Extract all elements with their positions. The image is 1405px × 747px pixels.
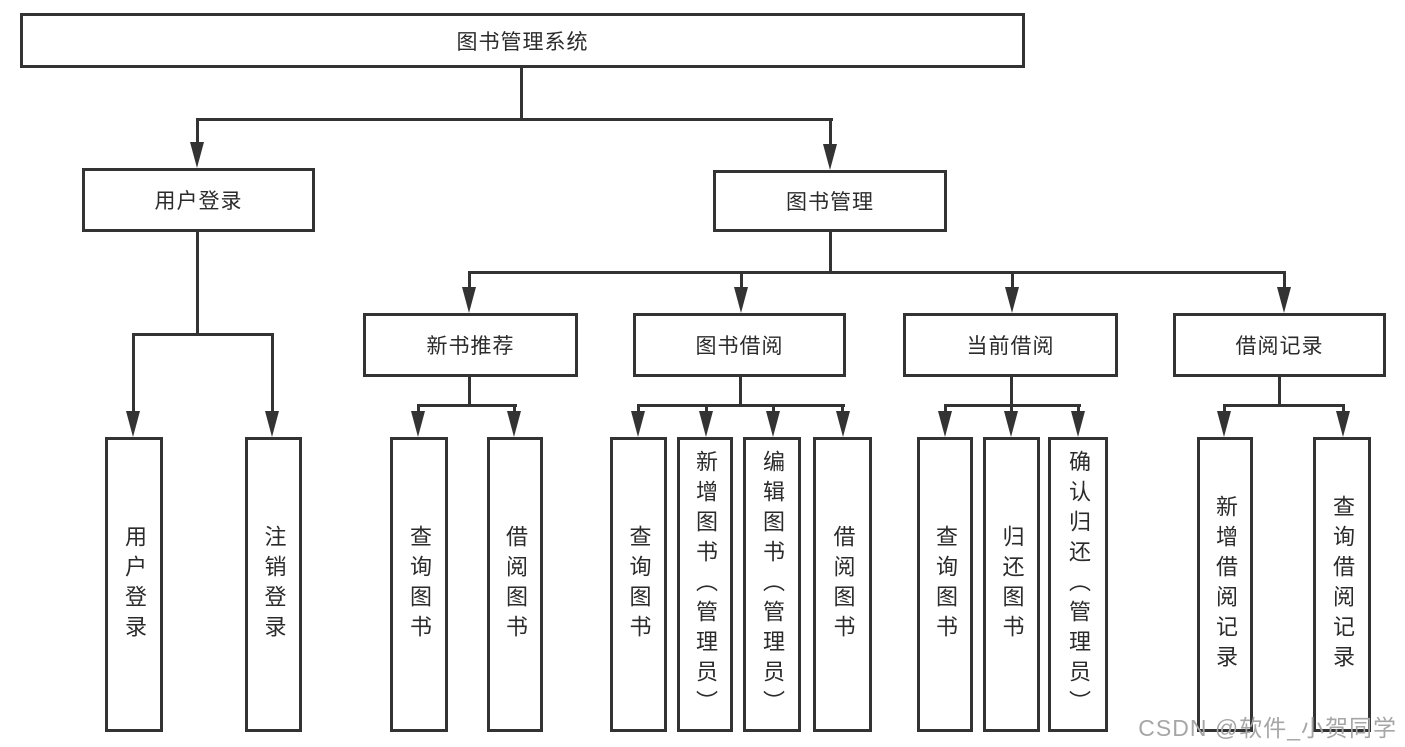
connector-line — [417, 404, 420, 416]
node-new-book-recommend-label: 新书推荐 — [426, 335, 515, 358]
arrowhead-icon — [1004, 411, 1018, 437]
connector-line — [1342, 404, 1345, 416]
arrowhead-icon — [766, 411, 780, 437]
leaf-logout-label: 注销登录 — [261, 524, 287, 645]
arrowhead-icon — [190, 142, 204, 168]
node-book-management-label: 图书管理 — [786, 191, 874, 214]
node-book-management: 图书管理 — [713, 170, 947, 232]
leaf-user-login: 用户登录 — [105, 437, 163, 732]
connector-line — [132, 333, 135, 415]
connector-line — [468, 271, 471, 291]
connector-line — [468, 375, 471, 407]
node-book-borrowing-label: 图书借阅 — [695, 335, 784, 358]
connector-line — [829, 118, 832, 150]
connector-line — [772, 404, 775, 416]
connector-line — [1077, 404, 1080, 416]
leaf-query-books-current-label: 查询图书 — [933, 524, 958, 645]
arrowhead-icon — [462, 287, 476, 313]
leaf-query-borrow-record-label: 查询借阅记录 — [1330, 494, 1355, 675]
connector-line — [1283, 271, 1286, 291]
connector-line — [520, 66, 523, 120]
leaf-query-borrow-record: 查询借阅记录 — [1313, 437, 1371, 732]
arrowhead-icon — [699, 411, 713, 437]
leaf-return-books-label: 归还图书 — [999, 524, 1025, 645]
node-current-borrowing: 当前借阅 — [903, 313, 1118, 377]
connector-line — [1278, 375, 1281, 407]
arrowhead-icon — [836, 411, 850, 437]
connector-line — [740, 271, 743, 291]
leaf-edit-books-admin: 编辑图书（管理员） — [743, 437, 801, 732]
leaf-borrow-books-recommend-label: 借阅图书 — [503, 524, 528, 645]
connector-line — [637, 404, 640, 416]
leaf-query-books-current: 查询图书 — [917, 437, 973, 732]
arrowhead-icon — [1277, 287, 1291, 313]
connector-line — [739, 375, 742, 407]
arrowhead-icon — [631, 411, 645, 437]
leaf-query-books-borrowing: 查询图书 — [610, 437, 667, 732]
connector-line — [468, 271, 1286, 274]
arrowhead-icon — [1336, 411, 1350, 437]
connector-line — [1223, 404, 1226, 416]
node-root: 图书管理系统 — [20, 13, 1025, 68]
leaf-add-borrow-record: 新增借阅记录 — [1197, 437, 1253, 732]
leaf-return-books: 归还图书 — [983, 437, 1040, 732]
connector-line — [417, 404, 517, 407]
node-borrowing-records: 借阅记录 — [1173, 313, 1386, 377]
leaf-add-books-admin-label: 新增图书（管理员） — [693, 449, 718, 720]
node-current-borrowing-label: 当前借阅 — [966, 335, 1055, 358]
arrowhead-icon — [1005, 287, 1019, 313]
node-borrowing-records-label: 借阅记录 — [1235, 335, 1324, 358]
node-new-book-recommend: 新书推荐 — [363, 313, 578, 377]
connector-line — [637, 404, 845, 407]
leaf-confirm-return-admin-label: 确认归还（管理员） — [1066, 449, 1091, 720]
arrowhead-icon — [1217, 411, 1231, 437]
connector-line — [271, 333, 274, 415]
connector-line — [1010, 404, 1013, 416]
connector-line — [196, 118, 199, 148]
leaf-add-borrow-record-label: 新增借阅记录 — [1213, 494, 1238, 675]
connector-line — [513, 404, 516, 416]
node-user-login: 用户登录 — [82, 168, 315, 232]
connector-line — [1010, 375, 1013, 407]
leaf-query-books-borrowing-label: 查询图书 — [626, 524, 652, 645]
node-user-login-label: 用户登录 — [154, 190, 243, 213]
connector-line — [1223, 404, 1345, 407]
arrowhead-icon — [1071, 411, 1085, 437]
connector-line — [829, 230, 832, 273]
node-root-label: 图书管理系统 — [456, 30, 589, 54]
csdn-watermark: CSDN @软件_小贺同学 — [1138, 715, 1397, 741]
arrowhead-icon — [823, 144, 837, 170]
node-book-borrowing: 图书借阅 — [633, 313, 846, 377]
leaf-borrow-books-label: 借阅图书 — [830, 524, 856, 645]
connector-line — [944, 404, 947, 416]
leaf-logout: 注销登录 — [245, 437, 302, 732]
leaf-confirm-return-admin: 确认归还（管理员） — [1048, 437, 1108, 732]
arrowhead-icon — [507, 411, 521, 437]
connector-line — [196, 232, 199, 335]
leaf-query-books-recommend-label: 查询图书 — [407, 524, 432, 645]
arrowhead-icon — [734, 287, 748, 313]
leaf-edit-books-admin-label: 编辑图书（管理员） — [760, 449, 785, 720]
leaf-borrow-books: 借阅图书 — [813, 437, 872, 732]
connector-line — [132, 333, 274, 336]
leaf-add-books-admin: 新增图书（管理员） — [677, 437, 733, 732]
arrowhead-icon — [938, 411, 952, 437]
connector-line — [841, 404, 844, 416]
connector-line — [1011, 271, 1014, 291]
leaf-query-books-recommend: 查询图书 — [390, 437, 448, 732]
connector-line — [705, 404, 708, 416]
leaf-borrow-books-recommend: 借阅图书 — [487, 437, 543, 732]
arrowhead-icon — [265, 411, 279, 437]
connector-line — [196, 118, 833, 121]
arrowhead-icon — [411, 411, 425, 437]
leaf-user-login-label: 用户登录 — [122, 524, 147, 645]
arrowhead-icon — [126, 411, 140, 437]
